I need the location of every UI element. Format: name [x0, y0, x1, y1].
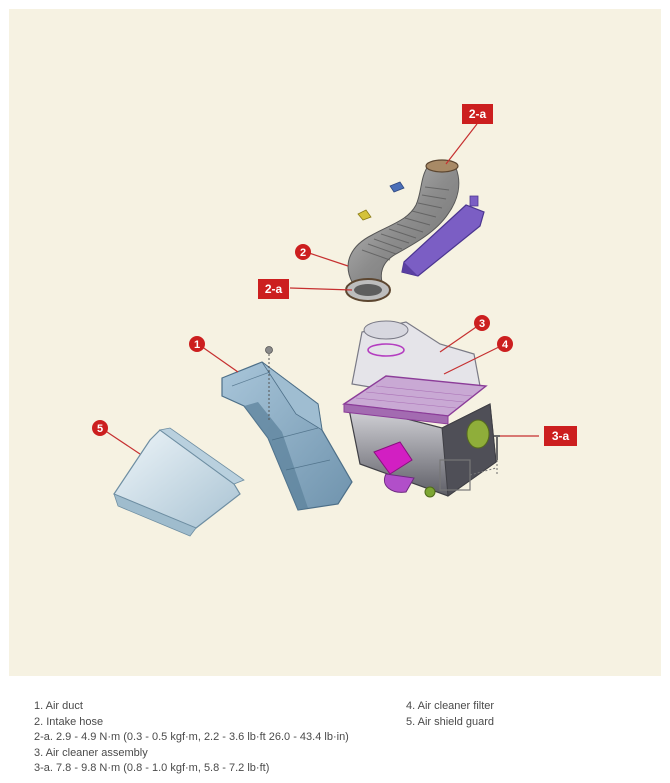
torque-tag-2a-left-label: 2-a [265, 282, 283, 296]
legend-item-torque-3a: 3-a. 7.8 - 9.8 N·m (0.8 - 1.0 kgf·m, 5.8… [34, 762, 270, 775]
torque-tag-2a-top-label: 2-a [469, 107, 487, 121]
legend-left: 1. Air duct 2. Intake hose 2-a. 2.9 - 4.… [34, 699, 394, 777]
callout-1-label: 1 [194, 339, 200, 351]
callout-5: 5 [92, 420, 108, 436]
callout-2: 2 [295, 244, 311, 260]
torque-tag-3a-label: 3-a [552, 429, 570, 443]
torque-tag-3a: 3-a [544, 426, 577, 446]
legend-item-torque-2a: 2-a. 2.9 - 4.9 N·m (0.3 - 0.5 kgf·m, 2.2… [34, 731, 349, 744]
legend-item-air-cleaner-filter: 4. Air cleaner filter [406, 700, 495, 712]
air-duct [221, 346, 353, 511]
callout-4-label: 4 [502, 339, 509, 351]
callout-2-label: 2 [300, 247, 306, 259]
torque-tag-2a-left: 2-a [258, 279, 289, 299]
legend-item-intake-hose: 2. Intake hose [34, 715, 104, 728]
callout-1: 1 [189, 336, 205, 352]
legend-item-air-shield-guard: 5. Air shield guard [406, 715, 495, 728]
legend-right: 4. Air cleaner filter 5. Air shield guar… [406, 699, 646, 730]
callout-3-label: 3 [479, 318, 485, 330]
callout-3: 3 [474, 315, 490, 331]
air-cleaner-filter [342, 375, 488, 425]
legend-item-air-cleaner-assembly: 3. Air cleaner assembly [34, 746, 148, 759]
intake-hose [345, 159, 485, 302]
air-shield-guard [113, 427, 245, 537]
legend-item-air-duct: 1. Air duct [34, 700, 83, 712]
callout-4: 4 [497, 336, 513, 352]
torque-tag-2a-top: 2-a [462, 104, 493, 124]
diagram-panel [9, 9, 661, 676]
callout-5-label: 5 [97, 423, 103, 435]
leader-lines [100, 123, 539, 455]
